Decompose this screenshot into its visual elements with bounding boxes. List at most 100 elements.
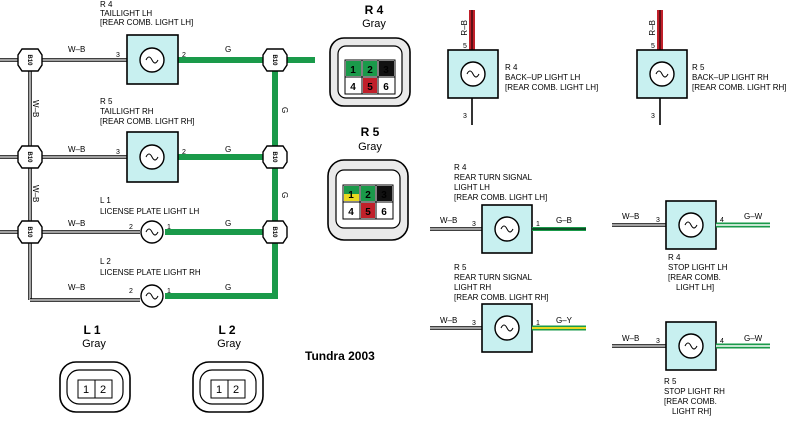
r4-stop-light-lh: W–B 3 4 G–W R 4 STOP LIGHT LH [REAR COMB… <box>612 200 770 292</box>
diagram-title: Tundra 2003 <box>305 349 375 363</box>
bulb-filament-icon <box>145 228 159 236</box>
svg-text:LIGHT RH: LIGHT RH <box>454 283 491 292</box>
l2-license-plate-light-rh: L 2 LICENSE PLATE LIGHT RH 2 1 <box>100 257 201 308</box>
svg-text:W–B: W–B <box>440 316 457 325</box>
r5-backup-light-rh: R–B 5 3 R 5 BACK–UP LIGHT RH [REAR COMB.… <box>636 10 787 125</box>
svg-text:B10: B10 <box>26 54 32 66</box>
wire-label-wb-v2: W–B <box>31 185 40 202</box>
svg-text:REAR TURN SIGNAL: REAR TURN SIGNAL <box>454 273 533 282</box>
svg-text:STOP LIGHT RH: STOP LIGHT RH <box>664 387 725 396</box>
svg-text:R 4: R 4 <box>365 3 384 17</box>
svg-text:LICENSE PLATE LIGHT LH: LICENSE PLATE LIGHT LH <box>100 207 200 216</box>
svg-text:TAILLIGHT LH: TAILLIGHT LH <box>100 9 152 18</box>
junction-b10-2: B10 <box>17 145 43 169</box>
svg-text:Gray: Gray <box>358 141 382 153</box>
svg-text:R 4: R 4 <box>668 253 681 262</box>
svg-text:[REAR COMB. LIGHT LH]: [REAR COMB. LIGHT LH] <box>505 83 598 92</box>
bulb-filament-icon <box>466 70 480 78</box>
wire-label-g-v1: G <box>280 107 289 113</box>
svg-text:5: 5 <box>463 43 467 50</box>
connector-r5: R 5 Gray 1 2 3 4 5 6 <box>327 125 409 241</box>
junction-b10-4: B10 <box>262 48 288 72</box>
svg-text:R 5: R 5 <box>100 97 113 106</box>
svg-text:2: 2 <box>233 384 239 396</box>
svg-text:BACK–UP LIGHT LH: BACK–UP LIGHT LH <box>505 73 581 82</box>
r5-rear-turn-signal-rh: R 5 REAR TURN SIGNAL LIGHT RH [REAR COMB… <box>430 263 586 353</box>
svg-text:1: 1 <box>216 384 222 396</box>
bulb-filament-icon <box>500 324 514 332</box>
bulb-filament-icon <box>145 56 159 64</box>
r5-taillight-rh: R 5 TAILLIGHT RH [REAR COMB. LIGHT RH] 3… <box>100 97 195 183</box>
svg-text:G–B: G–B <box>556 216 572 225</box>
svg-text:G–W: G–W <box>744 212 763 221</box>
svg-text:1: 1 <box>167 288 171 295</box>
connector-l1: L 1 Gray 1 2 <box>59 323 131 413</box>
wire-label-g-v2: G <box>280 192 289 198</box>
svg-text:1: 1 <box>536 320 540 327</box>
svg-text:L 1: L 1 <box>100 196 111 205</box>
wire-label-wb-1: W–B <box>68 45 85 54</box>
wire-label-g-3: G <box>225 219 231 228</box>
svg-text:B10: B10 <box>271 151 277 163</box>
junction-b10-6: B10 <box>262 220 288 244</box>
bulb-filament-icon <box>145 292 159 300</box>
bulb-filament-icon <box>684 342 698 350</box>
svg-text:R 5: R 5 <box>454 263 467 272</box>
connector-l2: L 2 Gray 1 2 <box>192 323 264 413</box>
bulb-filament-icon <box>684 221 698 229</box>
svg-text:3: 3 <box>472 221 476 228</box>
svg-text:2: 2 <box>367 65 373 76</box>
svg-text:1: 1 <box>350 65 356 76</box>
svg-text:LIGHT RH]: LIGHT RH] <box>672 407 711 416</box>
svg-text:STOP LIGHT LH: STOP LIGHT LH <box>668 263 728 272</box>
svg-text:3: 3 <box>116 149 120 156</box>
svg-text:W–B: W–B <box>440 216 457 225</box>
svg-text:LICENSE PLATE LIGHT RH: LICENSE PLATE LIGHT RH <box>100 268 201 277</box>
svg-text:2: 2 <box>100 384 106 396</box>
svg-text:3: 3 <box>656 217 660 224</box>
svg-text:R 4: R 4 <box>505 63 518 72</box>
svg-text:3: 3 <box>383 65 389 76</box>
svg-text:[REAR COMB.: [REAR COMB. <box>664 397 717 406</box>
connector-r4: R 4 Gray 1 2 3 4 5 6 <box>329 3 411 107</box>
svg-text:2: 2 <box>182 149 186 156</box>
svg-text:2: 2 <box>182 52 186 59</box>
svg-text:1: 1 <box>83 384 89 396</box>
svg-text:6: 6 <box>383 82 389 93</box>
wire-label-g-1: G <box>225 45 231 54</box>
svg-text:5: 5 <box>365 207 371 218</box>
bulb-filament-icon <box>655 70 669 78</box>
svg-text:B10: B10 <box>271 54 277 66</box>
svg-text:5: 5 <box>367 82 373 93</box>
svg-text:B10: B10 <box>26 226 32 238</box>
svg-text:3: 3 <box>656 338 660 345</box>
wire-label-g-4: G <box>225 283 231 292</box>
wire-label-wb-3: W–B <box>68 219 85 228</box>
bulb-filament-icon <box>145 153 159 161</box>
svg-text:R 5: R 5 <box>692 63 705 72</box>
wire-label-wb-v1: W–B <box>31 100 40 117</box>
svg-text:1: 1 <box>167 224 171 231</box>
r4-backup-light-lh: R–B 5 3 R 4 BACK–UP LIGHT LH [REAR COMB.… <box>447 10 598 125</box>
svg-text:R–B: R–B <box>648 20 657 36</box>
svg-text:3: 3 <box>463 113 467 120</box>
svg-text:2: 2 <box>129 288 133 295</box>
junction-b10-3: B10 <box>17 220 43 244</box>
svg-text:LIGHT LH: LIGHT LH <box>454 183 490 192</box>
svg-text:[REAR COMB. LIGHT RH]: [REAR COMB. LIGHT RH] <box>692 83 787 92</box>
svg-text:[REAR COMB.: [REAR COMB. <box>668 273 721 282</box>
wire-label-wb-2: W–B <box>68 145 85 154</box>
svg-text:4: 4 <box>348 207 354 218</box>
svg-text:3: 3 <box>651 113 655 120</box>
svg-text:L 2: L 2 <box>100 257 111 266</box>
svg-text:L 2: L 2 <box>218 323 235 337</box>
svg-text:Gray: Gray <box>362 18 386 30</box>
svg-text:3: 3 <box>472 320 476 327</box>
svg-text:R 5: R 5 <box>664 377 677 386</box>
svg-text:R 4: R 4 <box>100 0 113 9</box>
svg-text:R 5: R 5 <box>361 125 380 139</box>
svg-text:BACK–UP LIGHT RH: BACK–UP LIGHT RH <box>692 73 769 82</box>
junction-b10-1: B10 <box>17 48 43 72</box>
svg-text:3: 3 <box>116 52 120 59</box>
